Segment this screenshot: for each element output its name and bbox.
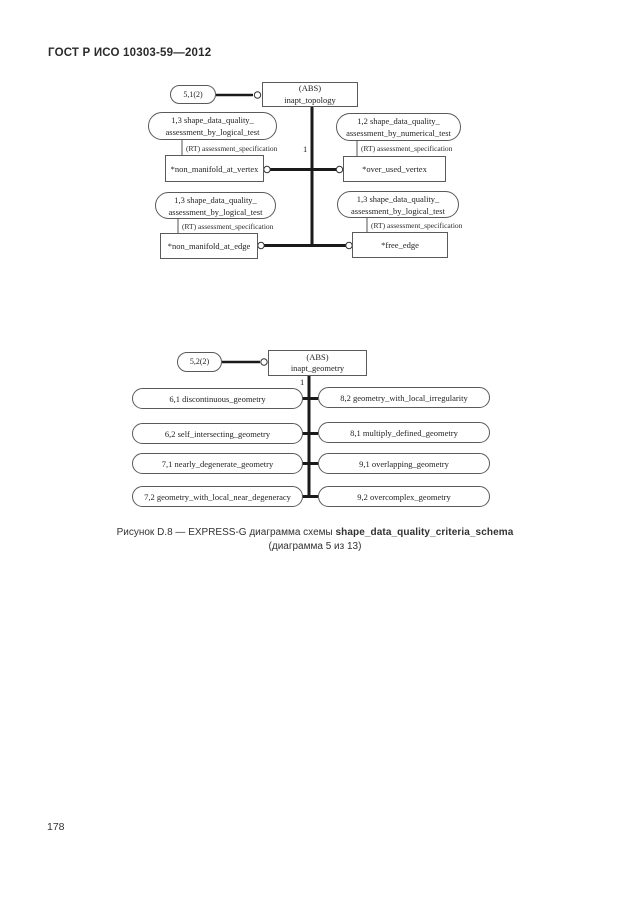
test-ref-line1: 1,3 shape_data_quality_ xyxy=(356,193,440,204)
test-ref-oval: 1,3 shape_data_quality_ assessment_by_lo… xyxy=(155,192,276,219)
cardinality-label: 1 xyxy=(300,377,305,387)
entity-name: inapt_topology xyxy=(284,94,336,105)
subtype-multiply-defined-geometry: 8,1 multiply_defined_geometry xyxy=(318,422,490,443)
test-ref-oval: 1,2 shape_data_quality_ assessment_by_nu… xyxy=(336,113,461,141)
subtype-nearly-degenerate-geometry: 7,1 nearly_degenerate_geometry xyxy=(132,453,303,474)
test-ref-line1: 1,3 shape_data_quality_ xyxy=(171,115,254,125)
attribute-label: (RT) assessment_specification xyxy=(182,222,274,231)
entity-name: inapt_geometry xyxy=(290,363,345,373)
standard-designation: ГОСТ Р ИСО 10303-59—2012 xyxy=(48,47,212,59)
subtype-discontinuous-geometry: 6,1 discontinuous_geometry xyxy=(132,388,303,409)
subtype-overlapping-geometry: 9,1 overlapping_geometry xyxy=(318,453,490,474)
attribute-label: (RT) assessment_specification xyxy=(371,221,463,230)
entity-non-manifold-at-vertex: *non_manifold_at_vertex xyxy=(165,155,264,182)
test-ref-line2: assessment_by_logical_test xyxy=(168,206,263,217)
test-ref-oval: 1,3 shape_data_quality_ assessment_by_lo… xyxy=(337,191,459,218)
subtype-self-intersecting-geometry: 6,2 self_intersecting_geometry xyxy=(132,423,303,444)
subtype-overcomplex-geometry: 9,2 overcomplex_geometry xyxy=(318,486,490,507)
figure-caption-line2: (диаграмма 5 из 13) xyxy=(268,540,362,552)
subtype-geometry-with-local-irregularity: 8,2 geometry_with_local_irregularity xyxy=(318,387,490,408)
test-ref-line2: assessment_by_numerical_test xyxy=(346,128,451,138)
attribute-label: (RT) assessment_specification xyxy=(361,144,453,153)
abs-stereotype: (ABS) xyxy=(298,83,322,93)
page-ref-geometry: 5,2(2) xyxy=(177,352,222,372)
subtype-geometry-with-local-near-degeneracy: 7,2 geometry_with_local_near_degeneracy xyxy=(132,486,303,507)
entity-free-edge: *free_edge xyxy=(352,232,448,258)
caption-schema-name: shape_data_quality_criteria_schema xyxy=(335,527,514,538)
cardinality-label: 1 xyxy=(303,144,308,154)
test-ref-oval: 1,3 shape_data_quality_ assessment_by_lo… xyxy=(148,112,277,140)
entity-inapt-topology: (ABS) inapt_topology xyxy=(262,82,358,107)
page-ref-topology: 5,1(2) xyxy=(170,85,216,104)
test-ref-line1: 1,2 shape_data_quality_ xyxy=(357,116,440,126)
figure-caption: Рисунок D.8 — EXPRESS-G диаграмма схемы … xyxy=(0,526,630,553)
test-ref-line1: 1,3 shape_data_quality_ xyxy=(174,194,257,205)
geometry-relation-circles xyxy=(260,358,268,366)
figure-caption-line1: Рисунок D.8 — EXPRESS-G диаграмма схемы … xyxy=(0,526,630,540)
attribute-label: (RT) assessment_specification xyxy=(186,144,278,153)
caption-text: Рисунок D.8 — EXPRESS-G диаграмма схемы xyxy=(116,527,333,538)
test-ref-line2: assessment_by_logical_test xyxy=(165,127,260,137)
abs-stereotype: (ABS) xyxy=(306,351,329,362)
entity-non-manifold-at-edge: *non_manifold_at_edge xyxy=(160,233,258,259)
entity-over-used-vertex: *over_used_vertex xyxy=(343,156,446,182)
entity-inapt-geometry: (ABS) inapt_geometry xyxy=(268,350,367,376)
test-ref-line2: assessment_by_logical_test xyxy=(351,205,445,216)
page-number: 178 xyxy=(47,821,65,833)
